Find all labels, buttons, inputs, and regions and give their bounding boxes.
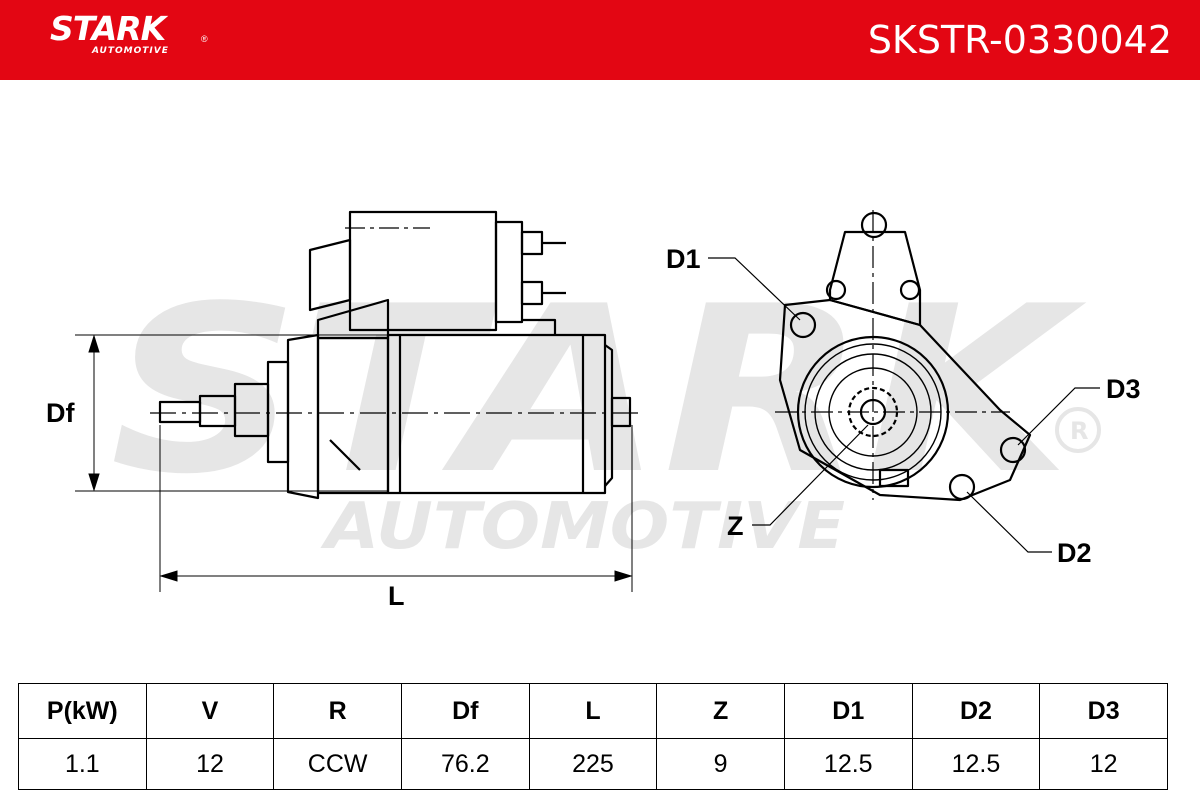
spec-header-cell: P(kW) — [18, 683, 147, 739]
l-arrow-left — [159, 570, 178, 582]
spec-value-cell: 1.1 — [18, 738, 147, 790]
label-l: L — [388, 581, 405, 611]
label-d3: D3 — [1106, 374, 1141, 404]
terminal-upper — [520, 230, 544, 256]
hole-d1 — [789, 311, 817, 339]
spec-header-cell: D1 — [783, 683, 913, 739]
spec-value-cell: 12 — [145, 738, 275, 790]
side-view — [158, 210, 632, 500]
top-bolt — [860, 211, 888, 239]
part-number: SKSTR-0330042 — [867, 18, 1172, 62]
screw-right — [899, 279, 921, 301]
leader-d2 — [966, 491, 1052, 553]
spec-header-cell: D2 — [911, 683, 1041, 739]
watermark-subtext: AUTOMOTIVE — [320, 490, 845, 564]
spec-value-row: 1.1 12 CCW 76.2 225 9 12.5 12.5 12 — [18, 738, 1168, 790]
l-arrow-right — [614, 570, 633, 582]
spec-table: P(kW) V R Df L Z D1 D2 D3 1.1 12 CCW 76.… — [18, 683, 1168, 790]
flange-rib — [329, 439, 361, 471]
spec-header-cell: Df — [400, 683, 530, 739]
spec-header-row: P(kW) V R Df L Z D1 D2 D3 — [18, 683, 1168, 739]
label-z: Z — [727, 511, 744, 541]
solenoid-cap — [494, 220, 524, 324]
screw-left — [825, 279, 847, 301]
dimension-lines — [75, 227, 640, 592]
spec-header-cell: V — [145, 683, 275, 739]
spec-value-cell: 225 — [528, 738, 658, 790]
solenoid-bracket — [308, 238, 352, 312]
spec-value-cell: 76.2 — [400, 738, 530, 790]
rear-shaft — [610, 396, 632, 428]
hole-d3 — [999, 436, 1027, 464]
spec-value-cell: CCW — [273, 738, 402, 790]
logo-registered-mark: ® — [201, 34, 208, 44]
hole-d2 — [948, 473, 976, 501]
df-arrow-bottom — [88, 473, 100, 492]
front-view — [775, 210, 1032, 502]
stark-logo: STARK AUTOMOTIVE ® — [50, 9, 208, 57]
spec-value-cell: 9 — [656, 738, 785, 790]
leader-d3 — [1017, 387, 1100, 446]
spec-header-cell: R — [273, 683, 402, 739]
logo-text: STARK — [50, 9, 166, 48]
starter-motor-drawing: STARK AUTOMOTIVE R — [46, 210, 1141, 611]
spec-header-cell: L — [528, 683, 658, 739]
spec-header-cell: Z — [656, 683, 785, 739]
watermark-text: STARK — [110, 258, 1087, 525]
spec-value-cell: 12 — [1039, 738, 1168, 790]
support-rib — [316, 298, 390, 340]
watermark-registered-letter: R — [1070, 417, 1088, 445]
leader-lines — [708, 257, 1100, 553]
watermark-registered-circle — [1055, 407, 1101, 453]
drive-shaft — [158, 400, 202, 424]
df-arrow-top — [88, 334, 100, 353]
terminal-link — [522, 318, 557, 335]
leader-z — [752, 424, 869, 526]
spec-value-cell: 12.5 — [911, 738, 1041, 790]
spec-header-cell: D3 — [1039, 683, 1168, 739]
label-d2: D2 — [1057, 538, 1092, 568]
logo-subtext: AUTOMOTIVE — [92, 46, 169, 56]
leader-d1 — [708, 257, 801, 321]
header-bar: STARK AUTOMOTIVE ® SKSTR-0330042 — [0, 0, 1200, 80]
label-df: Df — [46, 398, 75, 428]
lower-tab — [878, 468, 910, 488]
label-d1: D1 — [666, 244, 701, 274]
spec-value-cell: 12.5 — [783, 738, 913, 790]
watermark: STARK AUTOMOTIVE R — [110, 258, 1101, 564]
